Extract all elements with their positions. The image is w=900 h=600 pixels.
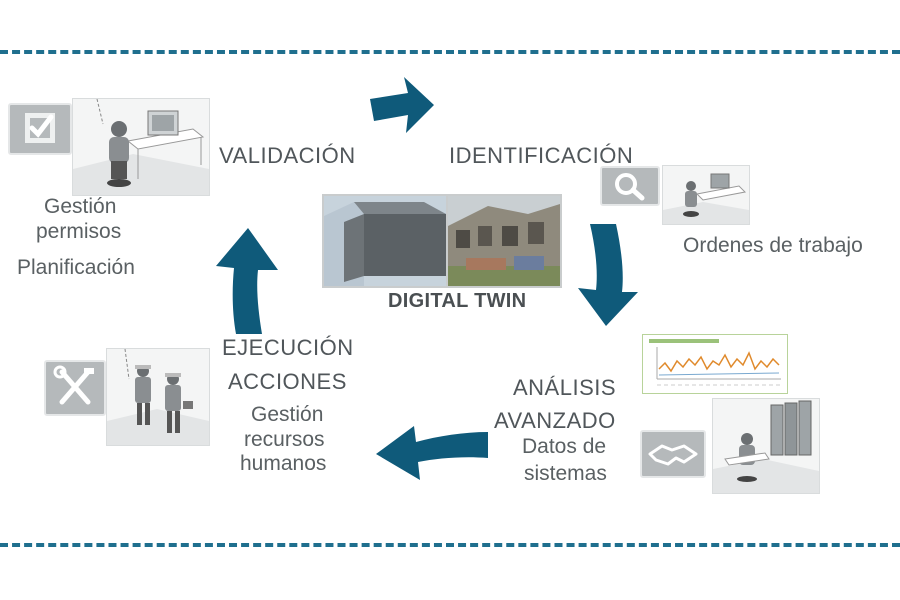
gestion-permisos-line2: permisos — [36, 220, 122, 243]
cycle-arrow-top-icon — [370, 77, 434, 133]
digital-twin-3d-model — [322, 194, 448, 288]
office-worker-illustration — [72, 98, 210, 196]
ordenes-trabajo-label: Ordenes de trabajo — [683, 234, 863, 257]
field-workers-illustration — [106, 348, 210, 446]
bottom-dashed-divider — [0, 543, 900, 547]
digital-twin-title: DIGITAL TWIN — [388, 290, 527, 312]
datos-sistemas-line1: Datos de — [522, 435, 607, 458]
rrhh-line1: Gestión — [251, 403, 324, 426]
stage-validacion: VALIDACIÓN — [219, 143, 356, 168]
gestion-permisos-line1: Gestión — [44, 195, 117, 218]
checkbox-icon — [25, 113, 55, 143]
server-room-worker-illustration — [712, 398, 820, 494]
top-dashed-divider — [0, 50, 900, 54]
rrhh-line3: humanos — [240, 452, 327, 475]
datos-sistemas-line2: sistemas — [524, 462, 607, 485]
desk-worker-illustration — [662, 165, 750, 225]
tools-icon — [53, 365, 94, 405]
identification-icon-box — [600, 166, 660, 206]
magnifier-icon — [615, 173, 645, 201]
rrhh-line2: recursos — [244, 428, 325, 451]
planificacion-label: Planificación — [17, 256, 135, 279]
stage-ejecucion-line2: ACCIONES — [228, 369, 347, 394]
stage-analisis-line1: ANÁLISIS — [513, 375, 617, 400]
stage-analisis-line2: AVANZADO — [494, 408, 616, 433]
digital-twin-building-photo — [446, 194, 562, 288]
validation-icon-box — [8, 103, 72, 155]
stage-identificacion: IDENTIFICACIÓN — [449, 143, 634, 168]
execution-icon-box — [44, 360, 106, 416]
analysis-icon-box — [640, 430, 706, 478]
cycle-arrow-bottom-icon — [376, 426, 488, 480]
stage-ejecucion-line1: EJECUCIÓN — [222, 335, 354, 360]
handshake-icon — [648, 444, 698, 466]
energy-cost-trend-chart-image — [642, 334, 788, 394]
cycle-arrow-right-icon — [578, 224, 638, 326]
cycle-arrow-left-icon — [216, 228, 278, 334]
